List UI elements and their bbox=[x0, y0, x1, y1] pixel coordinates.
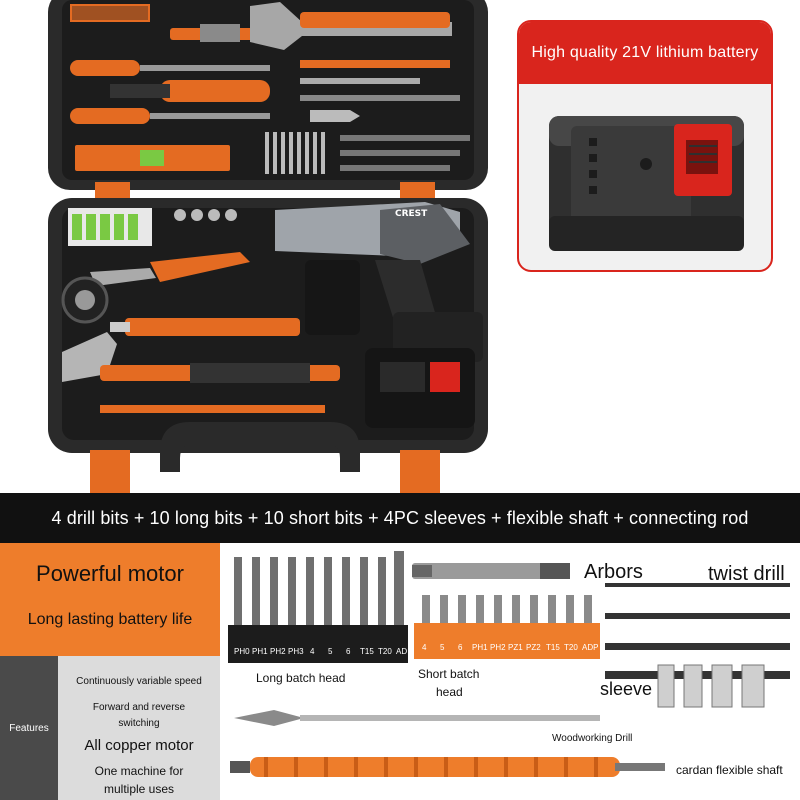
short-bit-codes: 4 5 6 PH1 PH2 PZ1 PZ2 T15 T20 ADP bbox=[416, 643, 600, 657]
feature-item: Forward and reverse switching bbox=[92, 702, 186, 729]
bit-code: 4 bbox=[310, 647, 315, 656]
short-bits-set bbox=[414, 595, 600, 659]
bit-code: PH3 bbox=[288, 647, 304, 656]
bit-code: PH1 bbox=[252, 647, 268, 656]
long-bits-set bbox=[228, 551, 408, 663]
product-photo-area: CREST High quality 21V lithium battery bbox=[48, 0, 773, 493]
sleeves bbox=[657, 664, 765, 708]
bit-code: PH2 bbox=[490, 643, 506, 652]
battery-card-title: High quality 21V lithium battery bbox=[519, 22, 771, 84]
cardan-shaft-label: cardan flexible shaft bbox=[676, 763, 783, 777]
bit-code: AD bbox=[396, 647, 408, 656]
battery-illustration bbox=[549, 116, 744, 251]
woodworking-drill-label: Woodworking Drill bbox=[552, 733, 633, 744]
tool-case-illustration: CREST bbox=[48, 0, 488, 493]
long-bit-codes: PH0 PH1 PH2 PH3 4 5 6 T15 T20 AD bbox=[230, 647, 410, 661]
feature-item: One machine for multiple uses bbox=[94, 764, 184, 796]
sleeve-label: sleeve bbox=[600, 679, 653, 699]
drill-brand: CREST bbox=[395, 209, 428, 219]
accessories-panel: PH0 PH1 PH2 PH3 4 5 6 T15 T20 AD 4 5 6 P… bbox=[220, 543, 800, 800]
long-bits-label: Long batch head bbox=[256, 671, 346, 685]
feature-item: Continuously variable speed bbox=[76, 676, 202, 687]
bit-code: 6 bbox=[458, 643, 463, 652]
bit-code: PH1 bbox=[472, 643, 488, 652]
bit-code: PH2 bbox=[270, 647, 286, 656]
motor-title: Powerful motor bbox=[36, 561, 184, 586]
feature-item: All copper motor bbox=[84, 737, 194, 754]
bit-code: PZ2 bbox=[526, 643, 541, 652]
bit-code: T20 bbox=[564, 643, 578, 652]
contents-banner: 4 drill bits + 10 long bits + 10 short b… bbox=[0, 493, 800, 543]
motor-subtitle: Long lasting battery life bbox=[27, 611, 193, 628]
bit-code: T15 bbox=[546, 643, 560, 652]
woodworking-drill bbox=[234, 710, 600, 726]
motor-panel: Powerful motor Long lasting battery life bbox=[0, 543, 220, 656]
bit-code: 6 bbox=[346, 647, 351, 656]
bit-code: PH0 bbox=[234, 647, 250, 656]
bit-code: 4 bbox=[422, 643, 427, 652]
bit-code: T20 bbox=[378, 647, 392, 656]
battery-card: High quality 21V lithium battery bbox=[517, 20, 773, 272]
features-side-label: Features bbox=[0, 656, 58, 800]
bit-code: 5 bbox=[328, 647, 333, 656]
bit-code: PZ1 bbox=[508, 643, 523, 652]
accessories-illustration bbox=[228, 551, 790, 777]
short-bits-label-line1: Short batch bbox=[418, 667, 480, 681]
features-list: Continuously variable speed Forward and … bbox=[58, 656, 220, 800]
bit-code: T15 bbox=[360, 647, 374, 656]
arbor-rod bbox=[412, 563, 570, 579]
twist-drill-label: twist drill bbox=[708, 563, 785, 585]
bit-code: 5 bbox=[440, 643, 445, 652]
short-bits-label-line2: head bbox=[436, 685, 463, 699]
arbors-label: Arbors bbox=[584, 561, 643, 583]
flexible-shaft bbox=[230, 757, 665, 777]
bit-code: ADP bbox=[582, 643, 599, 652]
